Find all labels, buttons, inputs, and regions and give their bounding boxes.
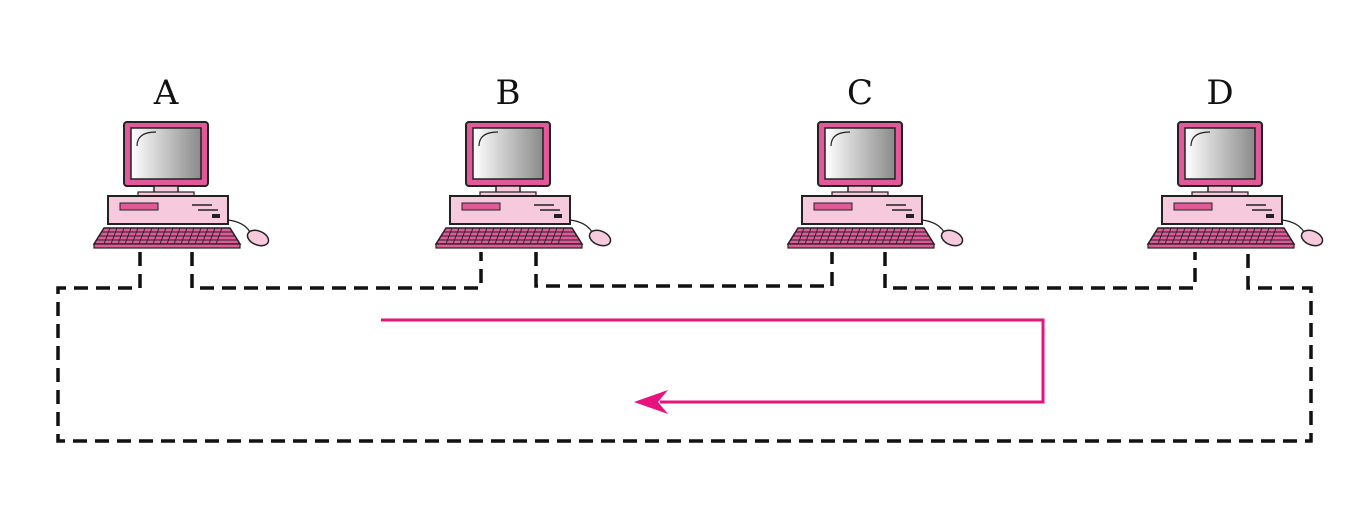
mouse-cable <box>569 219 593 233</box>
monitor-screen <box>472 127 544 180</box>
computer-b <box>434 121 612 249</box>
link-a-b <box>190 252 483 290</box>
floppy-slot <box>192 204 218 211</box>
keyboard-keys <box>438 227 580 245</box>
monitor-screen <box>130 127 202 180</box>
node-label-d: D <box>1206 73 1234 113</box>
mouse-icon <box>588 229 612 247</box>
keyboard-base <box>1147 243 1295 249</box>
computer-a <box>92 121 270 249</box>
drive-bay <box>461 202 501 211</box>
node-label-a: A <box>153 73 179 113</box>
floppy-slot <box>1246 204 1272 211</box>
keyboard-base <box>435 243 583 249</box>
node-label-b: B <box>495 73 521 113</box>
flow-arrow-line <box>381 318 1045 404</box>
mouse-cable <box>1281 219 1305 233</box>
keyboard-keys <box>96 227 238 245</box>
floppy-slot <box>886 204 912 211</box>
ring-cable <box>56 252 1313 443</box>
node-label-c: C <box>846 73 873 113</box>
screen-glare <box>136 131 157 147</box>
link-c-d <box>883 252 1197 290</box>
power-button <box>1266 214 1274 218</box>
computer-c <box>786 121 964 249</box>
drive-bay <box>813 202 853 211</box>
mouse-icon <box>1300 229 1324 247</box>
monitor-screen <box>824 127 896 180</box>
drive-bay <box>119 202 159 211</box>
keyboard-base <box>787 243 935 249</box>
floppy-slot <box>534 204 560 211</box>
flow-arrowhead <box>634 390 668 414</box>
monitor-screen <box>1184 127 1256 180</box>
drive-bay <box>1173 202 1213 211</box>
power-button <box>554 214 562 218</box>
ring-outer-path <box>56 252 1313 443</box>
screen-glare <box>1190 131 1211 147</box>
power-button <box>906 214 914 218</box>
mouse-cable <box>921 219 945 233</box>
link-b-c <box>534 252 834 288</box>
power-button <box>212 214 220 218</box>
keyboard-keys <box>1150 227 1292 245</box>
computers-group <box>92 121 1324 249</box>
screen-glare <box>478 131 499 147</box>
keyboard-keys <box>790 227 932 245</box>
flow-arrow <box>381 318 1045 414</box>
computer-d <box>1146 121 1324 249</box>
keyboard-base <box>93 243 241 249</box>
mouse-cable <box>227 219 251 233</box>
mouse-icon <box>246 229 270 247</box>
screen-glare <box>830 131 851 147</box>
mouse-icon <box>940 229 964 247</box>
